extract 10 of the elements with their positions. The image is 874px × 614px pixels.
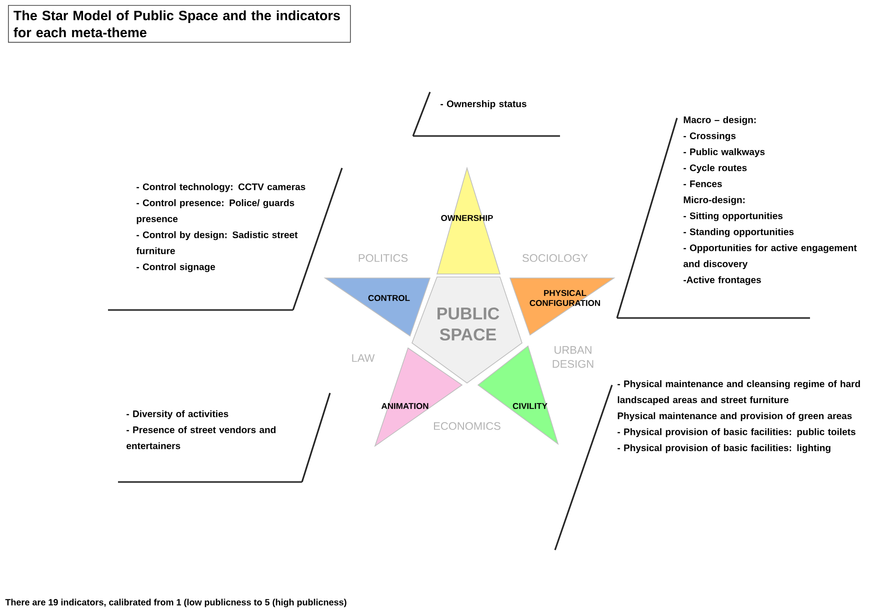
indicator-callout: - Diversity of activities - Presence of street vendors and entertainers [118, 392, 331, 483]
indicator-callout: Macro – design: - Crossings - Public walkways - Cycle routes - Fences Micro-design: - Sitting opportunities - Standing opportunities - Opportunities for active engagement and discovery -Active frontages [616, 116, 857, 319]
meta-theme-label: SOCIOLOGY [522, 254, 588, 262]
footnote: There are 19 indicators, calibrated from 1 (low publicness to 5 (high publicness) [5, 598, 346, 608]
indicator-callout: - Ownership status [412, 92, 560, 137]
indicator-callout: - Control technology: CCTV cameras - Control presence: Police/ guards presence - Control by design: Sadistic street furniture - Control signage [108, 168, 343, 311]
meta-theme-label: LAW [352, 354, 375, 362]
title-box: The Star Model of Public Space and the indicators for each meta-theme [8, 5, 351, 43]
meta-theme-label: POLITICS [358, 254, 408, 262]
center-pentagon: PUBLIC SPACE [412, 276, 522, 384]
